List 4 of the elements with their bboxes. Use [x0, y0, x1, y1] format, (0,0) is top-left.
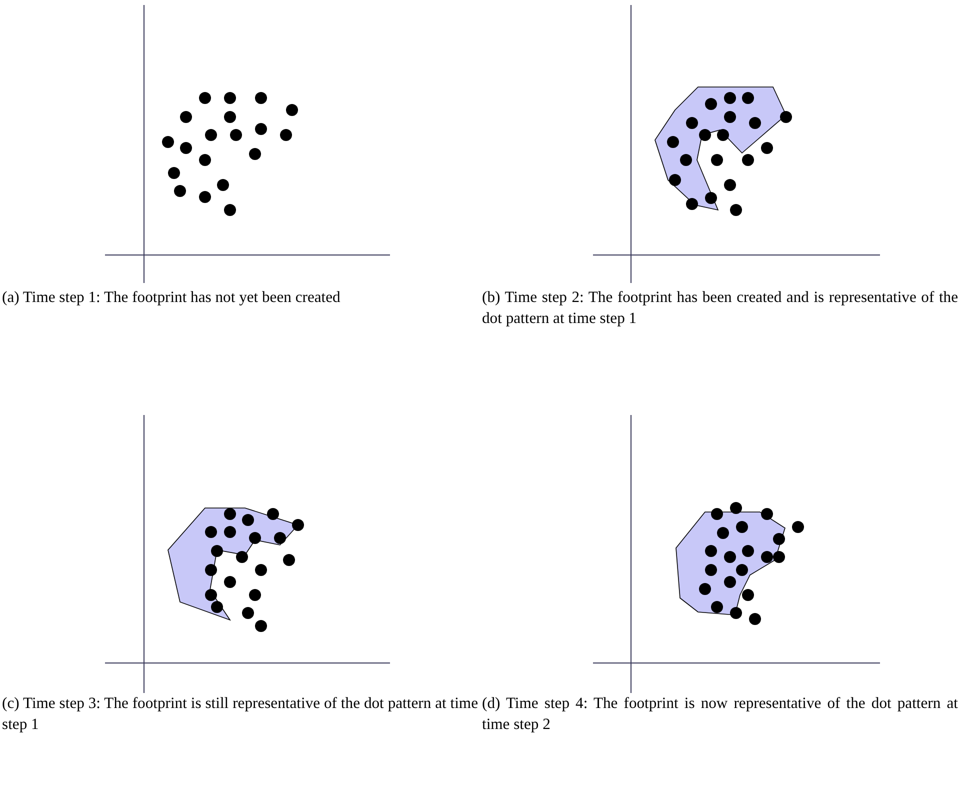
figure-caption: (d) Time step 4: The footprint is now representative of the dot pattern at time step 2: [482, 694, 958, 735]
figure-caption: (b) Time step 2: The footprint has been created and is representative of the dot pattern at time step 1: [482, 288, 958, 329]
figure-caption: (c) Time step 3: The footprint is still representative of the dot pattern at time step 1: [2, 694, 478, 735]
figure-caption: (a) Time step 1: The footprint has not yet been created: [2, 288, 342, 308]
